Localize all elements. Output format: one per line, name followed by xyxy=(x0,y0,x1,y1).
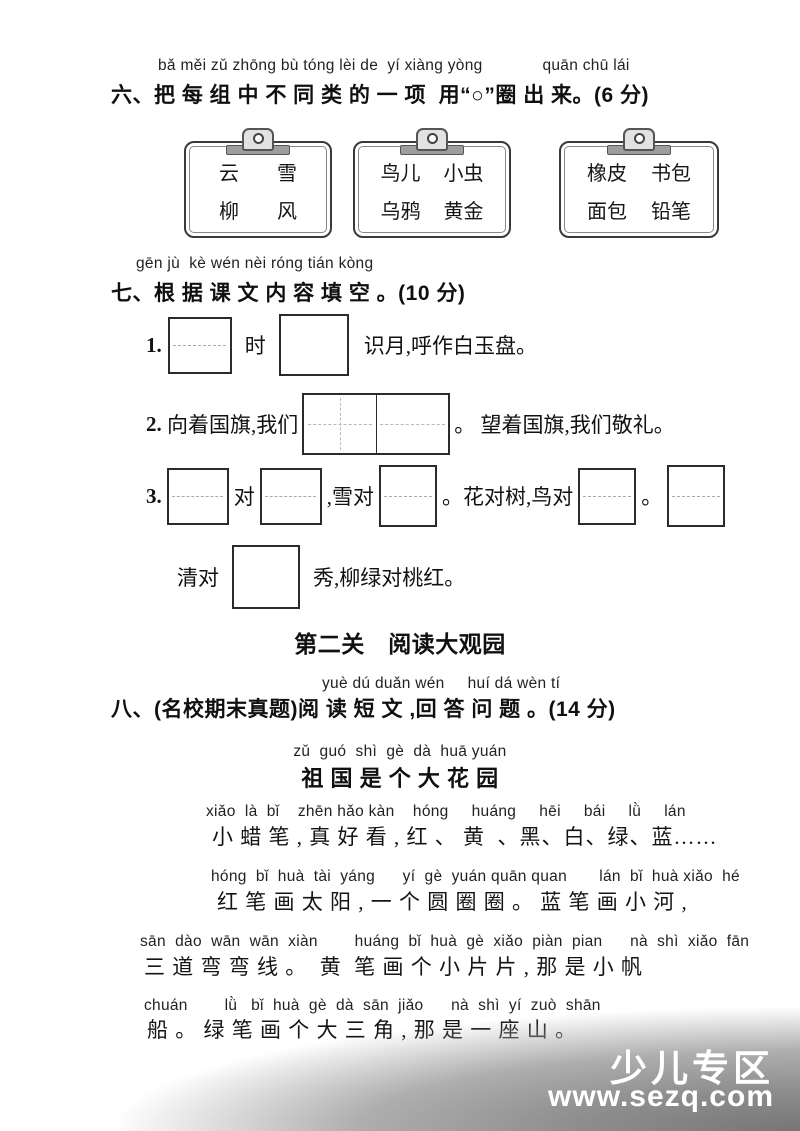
answer-box xyxy=(278,314,349,376)
item-text: 向着国旗,我们 xyxy=(161,413,299,437)
grid-cell xyxy=(304,395,376,453)
clipboard-group-2: 鸟儿 小虫 乌鸦 黄金 xyxy=(353,128,511,238)
passage-line2-text: 红 笔 画 太 阳 , 一 个 圆 圈 圈 。 蓝 笔 画 小 河 , xyxy=(217,890,688,914)
word-option: 柳 xyxy=(219,200,239,223)
item-text: 识月,呼作白玉盘。 xyxy=(363,334,537,358)
answer-box xyxy=(667,465,726,527)
grid-cell xyxy=(375,395,449,453)
item-text: ,雪对 xyxy=(326,485,374,509)
word-option: 雪 xyxy=(277,163,297,186)
passage-line1-pinyin: xiǎo là bǐ zhēn hǎo kàn hóng huáng hēi b… xyxy=(206,803,686,820)
item-text: 秀,柳绿对桃红。 xyxy=(313,566,466,590)
item-text: 。 望着国旗,我们敬礼。 xyxy=(454,413,675,437)
clipboard-clip-icon xyxy=(623,128,655,151)
item-text: 时 xyxy=(244,334,266,358)
fill-item-1: 1. 时 识月,呼作白玉盘。 xyxy=(146,313,537,377)
word-option: 乌鸦 xyxy=(380,200,421,223)
watermark-site-url: www.sezq.com xyxy=(548,1080,774,1113)
fill-item-3-continued: 清对 秀,柳绿对桃红。 xyxy=(177,543,465,611)
answer-box xyxy=(167,316,232,374)
fill-item-3: 3. 对 ,雪对 。花对树,鸟对 。 xyxy=(146,463,726,529)
answer-box xyxy=(232,545,300,609)
clip-hole-icon xyxy=(633,133,645,144)
item-number: 2. xyxy=(146,411,162,436)
word-option: 橡皮 xyxy=(587,163,627,186)
item-text: 。 xyxy=(641,485,663,509)
passage-line1-text: 小 蜡 笔 , 真 好 看 , 红 、 黄 、黑、白、绿、蓝…… xyxy=(212,825,718,849)
word-option: 书包 xyxy=(651,163,691,186)
item-text: 。花对树,鸟对 xyxy=(442,485,574,509)
answer-box xyxy=(166,467,229,525)
watermark-site-name: 少儿专区 xyxy=(610,1048,774,1089)
clip-hole-icon xyxy=(252,133,264,144)
passage-title: 祖 国 是 个 大 花 园 xyxy=(301,766,499,791)
answer-box xyxy=(259,467,322,525)
answer-box xyxy=(578,467,637,525)
word-option: 黄金 xyxy=(443,200,484,223)
clipboard-clip-icon xyxy=(416,128,448,151)
item-number: 1. xyxy=(146,332,162,357)
section6-heading: 六、把 每 组 中 不 同 类 的 一 项 用“○”圈 出 来。(6 分) xyxy=(111,84,650,107)
word-option: 铅笔 xyxy=(651,200,691,223)
clipboard-clip-icon xyxy=(242,128,274,151)
passage-line2-pinyin: hóng bǐ huà tài yáng yí gè yuán quān qua… xyxy=(211,868,740,885)
passage-title-pinyin: zǔ guó shì gè dà huā yuán xyxy=(293,743,507,760)
passage-line3-text: 三 道 弯 弯 线 。 黄 笔 画 个 小 片 片 , 那 是 小 帆 xyxy=(144,955,643,979)
section7-pinyin: gēn jù kè wén nèi róng tián kòng xyxy=(136,255,374,272)
word-option: 云 xyxy=(219,163,239,186)
clipboard-board: 鸟儿 小虫 乌鸦 黄金 xyxy=(353,141,511,238)
fill-item-2: 2. 向着国旗,我们 。 望着国旗,我们敬礼。 xyxy=(146,391,675,457)
passage-line3-pinyin: sān dào wān wān xiàn huáng bǐ huà gè xiǎ… xyxy=(140,933,750,950)
answer-grid-box xyxy=(302,393,451,455)
answer-box xyxy=(379,465,437,527)
word-option: 风 xyxy=(277,200,297,223)
section6-pinyin: bǎ měi zǔ zhōng bù tóng lèi de yí xiàng … xyxy=(158,57,630,74)
part2-banner: 第二关 阅读大观园 xyxy=(294,631,506,657)
clipboard-group-1: 云 雪 柳 风 xyxy=(184,128,332,238)
section8-heading: 八、(名校期末真题)阅 读 短 文 ,回 答 问 题 。(14 分) xyxy=(111,698,616,721)
watermark-gradient: 少儿专区 www.sezq.com xyxy=(120,996,800,1131)
clipboard-board: 橡皮 书包 面包 铅笔 xyxy=(559,141,719,238)
section7-heading: 七、根 据 课 文 内 容 填 空 。(10 分) xyxy=(111,282,466,305)
word-option: 鸟儿 xyxy=(380,163,421,186)
item-text: 对 xyxy=(233,485,255,509)
item-text: 清对 xyxy=(177,566,219,590)
section8-pinyin: yuè dú duǎn wén huí dá wèn tí xyxy=(322,675,561,692)
item-number: 3. xyxy=(146,483,162,508)
clipboard-group-3: 橡皮 书包 面包 铅笔 xyxy=(559,128,719,238)
word-option: 小虫 xyxy=(443,163,484,186)
clip-hole-icon xyxy=(426,133,438,144)
clipboard-board: 云 雪 柳 风 xyxy=(184,141,332,238)
word-option: 面包 xyxy=(587,200,627,223)
